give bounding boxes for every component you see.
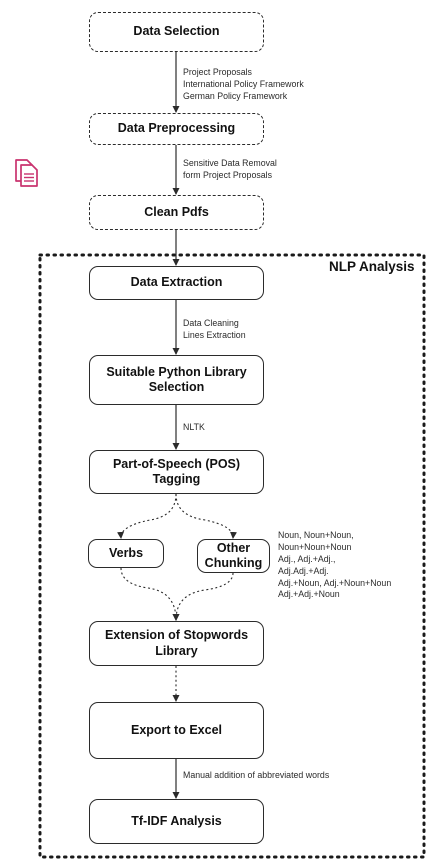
pos-tagging-label-line-2: Tagging — [152, 472, 201, 486]
note-line: International Policy Framework — [183, 78, 304, 89]
data-extraction-node: Data Extraction — [89, 266, 264, 300]
clean-pdfs-node: Clean Pdfs — [89, 195, 264, 230]
other-chunking-label-line-1: Other — [216, 540, 251, 555]
data-preprocessing-node: Data Preprocessing — [89, 113, 264, 145]
note-line: German Policy Framework — [183, 90, 288, 101]
data-selection-node: Data Selection — [89, 12, 264, 52]
note-line: Adj., Adj.+Adj., — [278, 553, 336, 564]
note-line: form Project Proposals — [183, 169, 272, 180]
note-line: Noun, Noun+Noun, — [278, 530, 354, 540]
nlp-analysis-title: NLP Analysis — [329, 259, 415, 274]
data-selection-label: Data Selection — [133, 24, 220, 39]
data-extraction-label: Data Extraction — [130, 275, 223, 290]
preprocessing-note: Sensitive Data Removal form Project Prop… — [183, 158, 277, 182]
note-line: Lines Extraction — [183, 329, 246, 340]
other-chunking-node: Other Chunking — [197, 539, 270, 573]
abbreviations-note: Manual addition of abbreviated words — [183, 770, 329, 782]
python-library-selection-label-line-2: Selection — [148, 380, 205, 394]
python-library-selection-label-line-1: Suitable Python Library — [106, 364, 247, 379]
stopwords-extension-label-line-2: Library — [155, 643, 198, 658]
note-line: Adj.+Noun, Adj.+Noun+Noun — [278, 577, 392, 588]
stopwords-extension-label-line-1: Extension of Stopwords — [104, 628, 249, 643]
dotted-arrow-verbs-to-stopwords — [117, 561, 180, 621]
chunking-patterns-note: Noun, Noun+Noun, Noun+Noun+Noun Adj., Ad… — [278, 530, 391, 601]
stopwords-extension-node: Extension of Stopwords Library — [89, 621, 264, 666]
note-line: Noun+Noun+Noun — [278, 541, 352, 552]
pos-tagging-label-line-1: Part-of-Speech (POS) — [112, 456, 241, 471]
note-line: NLTK — [183, 422, 205, 432]
tfidf-analysis-label: Tf-IDF Analysis — [131, 813, 222, 828]
dotted-arrow-pos-to-chunking — [175, 493, 237, 539]
dotted-arrow-chunking-to-stopwords — [172, 566, 237, 621]
dotted-arrow-pos-to-verbs — [117, 493, 177, 539]
extraction-note: Data Cleaning Lines Extraction — [183, 318, 246, 342]
clean-pdfs-label: Clean Pdfs — [144, 204, 209, 219]
note-line: Manual addition of abbreviated words — [183, 770, 330, 780]
note-line: Data Cleaning — [183, 318, 239, 328]
note-line: Project Proposals — [183, 67, 252, 77]
library-note: NLTK — [183, 422, 205, 434]
export-to-excel-label: Export to Excel — [131, 722, 222, 737]
other-chunking-label-line-2: Chunking — [204, 556, 263, 570]
note-line: Sensitive Data Removal — [183, 158, 277, 168]
nlp-analysis-region-border — [38, 253, 426, 859]
note-line: Adj.+Adj.+Noun — [278, 589, 340, 600]
export-to-excel-node: Export to Excel — [89, 702, 264, 759]
selection-sources-note: Project Proposals International Policy F… — [183, 67, 304, 103]
data-preprocessing-label: Data Preprocessing — [117, 121, 236, 136]
stacked-documents-icon — [15, 159, 38, 187]
pos-tagging-node: Part-of-Speech (POS) Tagging — [89, 450, 264, 494]
tfidf-analysis-node: Tf-IDF Analysis — [89, 799, 264, 844]
note-line: Adj.Adj.+Adj. — [278, 565, 329, 576]
verbs-node: Verbs — [88, 539, 164, 568]
verbs-label: Verbs — [108, 545, 144, 560]
python-library-selection-node: Suitable Python Library Selection — [89, 355, 264, 405]
